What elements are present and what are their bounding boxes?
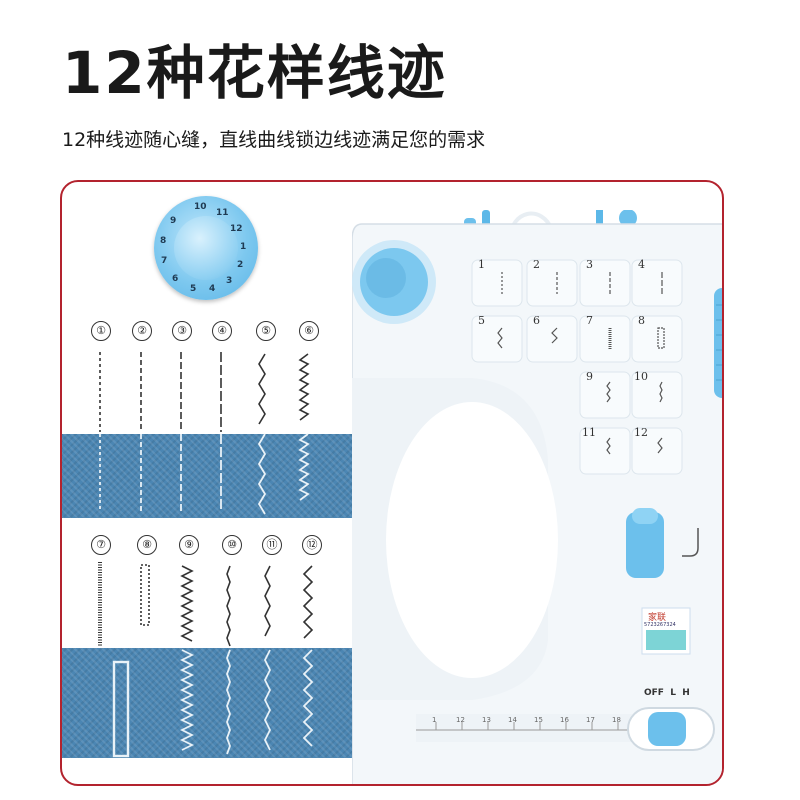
- panel-stitch-label: 12: [634, 426, 648, 439]
- dial-label: 3: [226, 276, 233, 286]
- stitch-buttonhole: [140, 564, 150, 626]
- panel-stitch-label: 5: [478, 314, 485, 327]
- stitch-wide-zigzag: [302, 565, 314, 639]
- dial-label: 7: [161, 256, 168, 266]
- panel-stitch-label: 4: [638, 258, 645, 271]
- stitch-number-3: ③: [172, 321, 192, 341]
- stitch-number-5: ⑤: [256, 321, 276, 341]
- panel-stitch-label: 2: [533, 258, 540, 271]
- dial-label: 12: [230, 224, 243, 234]
- dial-label: 10: [194, 202, 207, 212]
- badge-code: 5723267324: [644, 622, 676, 628]
- ruler-number: 18: [612, 716, 621, 724]
- stitch-overlock: [298, 353, 310, 421]
- panel-stitch-label: 7: [586, 314, 593, 327]
- page-title: 12种花样线迹: [62, 39, 447, 107]
- stitch-number-11: ⑪: [262, 535, 282, 555]
- dial-label: 9: [170, 216, 177, 226]
- dial-label: 2: [237, 260, 244, 270]
- panel-stitch-label: 3: [586, 258, 593, 271]
- stitch-number-1: ①: [91, 321, 111, 341]
- stitch-number-7: ⑦: [91, 535, 111, 555]
- panel-stitch-label: 10: [634, 370, 648, 383]
- stitch-number-8: ⑧: [137, 535, 157, 555]
- badge-text: 家联: [648, 613, 667, 623]
- stitch-zigzag: [258, 353, 266, 425]
- ruler-number: 15: [534, 716, 543, 724]
- panel-stitch-label: 6: [533, 314, 540, 327]
- panel-stitch-label: 8: [638, 314, 645, 327]
- stitch-elastic-zigzag: [264, 565, 271, 637]
- dial-label: 5: [190, 284, 197, 294]
- dial-label: 4: [209, 284, 216, 294]
- stitch-dial-center: [174, 216, 238, 280]
- dial-label: 11: [216, 208, 229, 218]
- ruler-number: 13: [482, 716, 491, 724]
- stitch-triple: [226, 565, 231, 647]
- stitch-featherstitch: [180, 565, 194, 642]
- ruler-number: 14: [508, 716, 517, 724]
- stitch-number-12: ⑫: [302, 535, 322, 555]
- ruler-number: 17: [586, 716, 595, 724]
- panel-stitch-label: 9: [586, 370, 593, 383]
- panel-stitch-label: 11: [582, 426, 596, 439]
- stitch-patterns: [98, 352, 314, 758]
- panel-stitch-label: 1: [478, 258, 485, 271]
- stitch-number-2: ②: [132, 321, 152, 341]
- stitch-number-9: ⑨: [179, 535, 199, 555]
- ruler-number: 16: [560, 716, 569, 724]
- stitch-number-10: ⑩: [222, 535, 242, 555]
- stitch-dial: 10 11 12 1 2 3 4 5 6 7 8 9: [154, 196, 258, 300]
- ruler-number: 12: [456, 716, 465, 724]
- dial-label: 8: [160, 236, 167, 246]
- dial-label: 1: [240, 242, 247, 252]
- sewing-machine: 1 2 3 4 5 6 7 8 9 10 11 12 家联 5723267324…: [351, 204, 722, 784]
- dial-label: 6: [172, 274, 179, 284]
- power-switch-label: OFF L H: [644, 688, 690, 698]
- page-subtitle: 12种线迹随心缝，直线曲线锁边线迹满足您的需求: [62, 129, 486, 151]
- product-frame: 10 11 12 1 2 3 4 5 6 7 8 9 ① ② ③ ④ ⑤ ⑥ ⑦…: [60, 180, 724, 786]
- stitch-number-6: ⑥: [299, 321, 319, 341]
- ruler-number: 1: [432, 716, 437, 724]
- stitch-number-4: ④: [212, 321, 232, 341]
